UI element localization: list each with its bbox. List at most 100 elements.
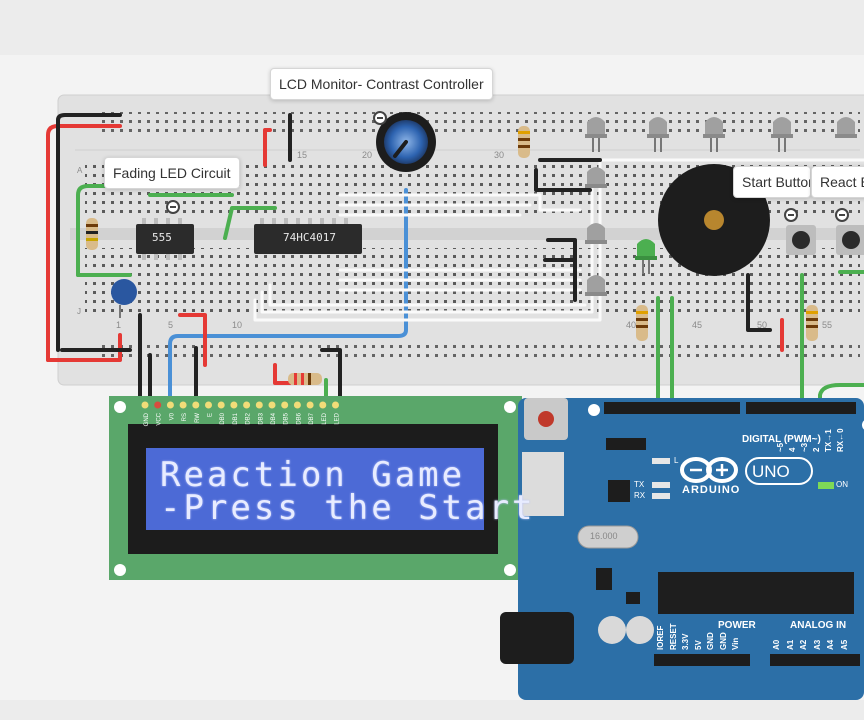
column-number: 50	[757, 320, 768, 330]
lcd-pin[interactable]	[268, 401, 276, 409]
power-led-label: ON	[836, 480, 848, 489]
lcd-pin[interactable]	[243, 401, 251, 409]
row-letter: A	[77, 166, 83, 175]
arduino-pin-label: 4	[788, 447, 797, 452]
lcd-pin[interactable]	[154, 401, 162, 409]
lcd-pin[interactable]	[179, 401, 187, 409]
arduino-pin-label: A4	[826, 639, 835, 650]
led-row[interactable]	[585, 117, 857, 296]
lcd-module[interactable]	[109, 396, 522, 580]
arduino-pin-label: GND	[706, 632, 715, 650]
digital-header-label: DIGITAL (PWM~)	[742, 434, 821, 445]
led-rx-label: RX	[634, 491, 646, 500]
arduino-pin-label: 5V	[693, 640, 703, 650]
lcd-pin[interactable]	[205, 401, 212, 409]
arduino-pin-label: IOREF	[656, 625, 665, 650]
crystal-label: 16.000	[590, 531, 618, 541]
push-button-react[interactable]	[836, 225, 864, 255]
lcd-pin-label: DB0	[220, 412, 226, 424]
row-letter: J	[77, 307, 81, 316]
led-tx-label: TX	[634, 480, 645, 489]
push-button-start[interactable]	[786, 225, 816, 255]
arduino-uno[interactable]	[500, 398, 864, 700]
remove-icon[interactable]	[784, 208, 798, 222]
tooltip-start-button: Start Button	[733, 166, 811, 198]
arduino-pin-label: ~3	[800, 442, 809, 452]
column-number: 10	[232, 320, 243, 330]
column-number: 20	[362, 150, 373, 160]
tooltip-lcd-contrast: LCD Monitor- Contrast Controller	[270, 68, 493, 100]
lcd-pin[interactable]	[217, 401, 225, 409]
lcd-pin-label: LED	[335, 412, 341, 424]
lcd-pin-label: DB5	[284, 412, 290, 424]
lcd-pin[interactable]	[281, 401, 289, 409]
arduino-pin-label: TX→1	[824, 429, 833, 452]
lcd-pin[interactable]	[319, 401, 327, 409]
remove-icon[interactable]	[835, 208, 849, 222]
column-number: 1	[116, 320, 122, 330]
resistor[interactable]	[636, 305, 648, 341]
ic-74hc4017-label: 74HC4017	[283, 231, 336, 244]
column-number: 5	[168, 320, 174, 330]
arduino-pin-label: ~5	[776, 442, 785, 452]
column-number: 55	[822, 320, 833, 330]
column-number: 40	[626, 320, 637, 330]
lcd-pin-label: RW	[195, 413, 201, 423]
lcd-line-2: -Press the Start	[160, 488, 536, 528]
tooltip-react-button: React Button	[811, 166, 864, 198]
lcd-pin[interactable]	[255, 401, 263, 409]
column-number: 15	[297, 150, 308, 160]
arduino-pin-label: Vin	[731, 637, 740, 650]
column-number: 30	[494, 150, 505, 160]
ic-555-label: 555	[152, 231, 172, 244]
lcd-line-1: Reaction Game	[160, 455, 466, 495]
resistor[interactable]	[86, 218, 98, 250]
lcd-pin-label: LED	[322, 412, 328, 424]
arduino-pin-label: A1	[785, 639, 795, 650]
led-l-label: L	[674, 456, 679, 465]
resistor[interactable]	[518, 126, 530, 158]
analog-header-label: ANALOG IN	[790, 620, 847, 631]
lcd-pin-label: DB2	[246, 412, 252, 424]
lcd-pin-label: DB3	[258, 412, 264, 424]
lcd-pin-label: DB1	[233, 412, 239, 424]
wires[interactable]	[46, 113, 864, 684]
lcd-pin-label: RS	[182, 413, 188, 421]
lcd-pin-label: VCC	[157, 412, 163, 425]
lcd-pin-label: DB4	[271, 412, 277, 424]
arduino-pin-label: RX←0	[836, 428, 845, 452]
arduino-pin-label: A2	[799, 639, 808, 650]
arduino-pin-label: A3	[812, 639, 822, 650]
lcd-pin-label: GND	[144, 412, 150, 426]
arduino-brand: ARDUINO	[682, 484, 741, 496]
column-number: 45	[692, 320, 703, 330]
lcd-pin[interactable]	[306, 401, 314, 409]
remove-icon[interactable]	[373, 111, 387, 125]
arduino-pin-label: 2	[812, 447, 821, 452]
lcd-pin[interactable]	[192, 401, 200, 409]
lcd-pin-label: V0	[169, 412, 175, 420]
capacitor[interactable]	[111, 279, 137, 318]
arduino-pin-label: A0	[772, 639, 781, 650]
ic-555[interactable]	[136, 218, 194, 260]
lcd-pin[interactable]	[166, 401, 174, 409]
arduino-pin-label: 3.3V	[681, 633, 690, 650]
lcd-pin-label: DB6	[296, 412, 302, 424]
arduino-pin-label: RESET	[668, 623, 678, 650]
arduino-pin-label: GND	[718, 632, 728, 650]
resistor[interactable]	[288, 373, 322, 385]
remove-icon[interactable]	[166, 200, 180, 214]
arduino-model: UNO	[752, 462, 790, 481]
lcd-pin[interactable]	[141, 401, 149, 409]
tooltip-fading-led: Fading LED Circuit	[104, 157, 240, 189]
lcd-pin[interactable]	[293, 401, 301, 409]
resistor[interactable]	[806, 305, 818, 341]
lcd-pin[interactable]	[332, 401, 339, 409]
power-header-label: POWER	[718, 620, 756, 631]
potentiometer-knob[interactable]	[376, 112, 436, 172]
lcd-pin[interactable]	[230, 401, 238, 409]
ic-74hc4017[interactable]	[254, 218, 362, 254]
arduino-pin-label: A5	[839, 639, 849, 650]
